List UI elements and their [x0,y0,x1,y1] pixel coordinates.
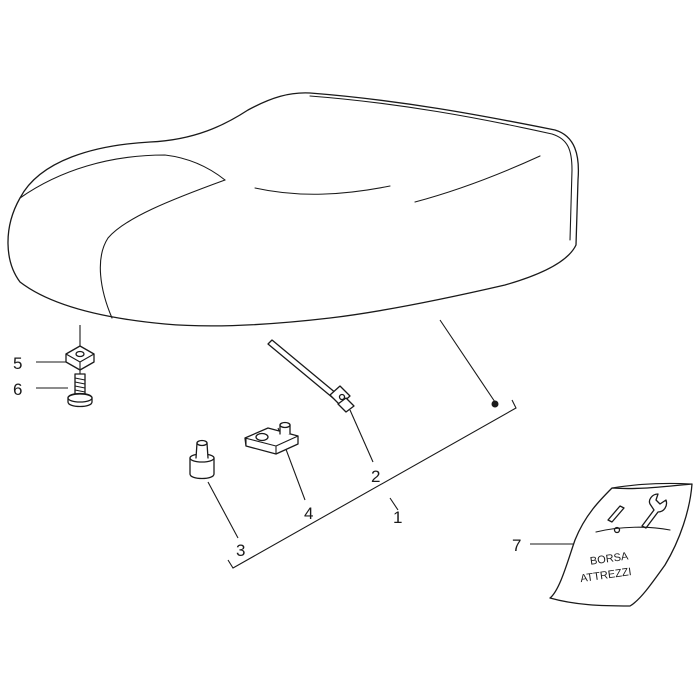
callout-5: 5 [13,354,22,373]
seat-cushion [7,92,580,327]
bag-label-borsa: BORSA [589,550,629,567]
leader-lines [36,319,592,569]
clip-nut [65,345,95,371]
callout-7: 7 [512,536,521,555]
leader-3 [207,481,239,539]
leader-2 [349,409,374,463]
bracket-line [227,399,517,569]
callout-2: 2 [371,467,380,486]
callout-1: 1 [393,508,402,527]
callout-6: 6 [13,380,22,399]
tool-bag: BORSA ATTREZZI [549,482,693,607]
cable-tie [267,339,355,413]
rubber-buffer [189,439,215,480]
leader-1 [389,497,399,511]
seat-bracket [244,421,299,455]
callout-numbers: 1 2 3 4 5 6 7 [13,354,521,560]
leader-seat [439,319,496,403]
leader-dot [491,400,499,408]
callout-4: 4 [304,504,313,523]
callout-3: 3 [236,541,245,560]
screw [67,373,93,408]
